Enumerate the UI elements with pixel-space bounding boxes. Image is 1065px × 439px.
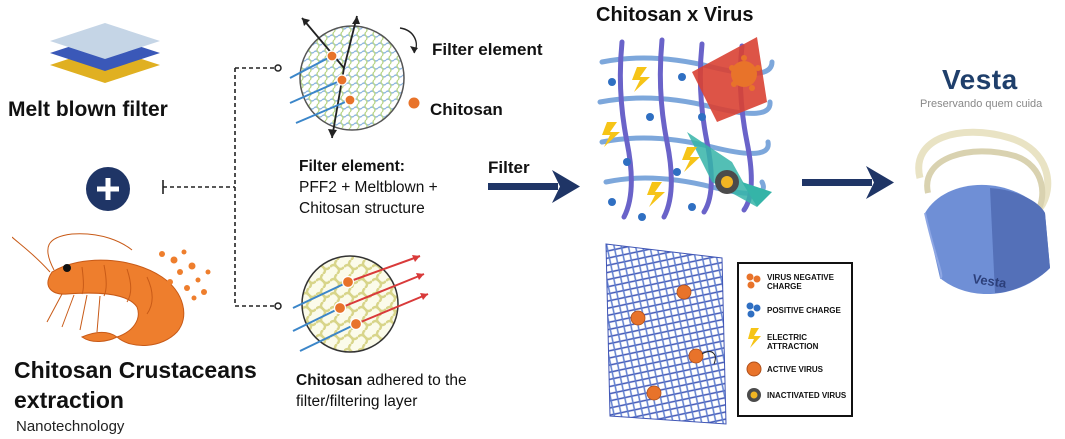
legend-label-positive-charge: POSITIVE CHARGE (767, 306, 841, 315)
chitosan-layer-desc-rest: adhered to the (362, 372, 467, 389)
virus-mesh-detail (605, 243, 727, 425)
filter-element-desc-title: Filter element: (299, 158, 405, 175)
chitosan-dot-icon (408, 97, 420, 109)
filter-element-description: Filter element: PFF2 + Meltblown + Chito… (299, 156, 438, 219)
nanotechnology-label: Nanotechnology (16, 418, 125, 435)
filter-element-desc-line1: PFF2 + Meltblown + (299, 179, 438, 196)
mask-illustration: Vesta (915, 128, 1052, 295)
chitosan-layer-description: Chitosan adhered to the filter/filtering… (296, 370, 467, 412)
active-virus-icon (746, 361, 762, 377)
vesta-tagline: Preservando quem cuida (920, 98, 1043, 110)
filter-element-desc-line2: Chitosan structure (299, 200, 425, 217)
filter-arrow-icon (488, 170, 580, 203)
inactivated-virus-icon (747, 388, 761, 402)
melt-blown-layers-icon (50, 23, 160, 83)
chitosan-virus-mesh (597, 37, 775, 221)
chitosan-title-line1: Chitosan Crustaceans (14, 357, 257, 383)
chitosan-layer-circle (292, 255, 429, 353)
melt-blown-title: Melt blown filter (8, 98, 168, 121)
legend-label-active-virus: ACTIVE VIRUS (767, 365, 824, 374)
orange-dots-icon (746, 273, 761, 289)
filter-element-label: Filter element (432, 40, 543, 59)
chitosan-crustaceans-title: Chitosan Crustaceans extraction (14, 355, 257, 415)
mask-print-text: Vesta (972, 271, 1008, 291)
chitosan-virus-title: Chitosan x Virus (596, 4, 754, 26)
dashed-connector (162, 64, 282, 310)
blue-dots-icon (746, 302, 761, 318)
vesta-logo-text: Vesta (942, 64, 1018, 95)
result-arrow-icon (802, 166, 894, 199)
plus-icon (86, 167, 130, 211)
chitosan-layer-desc-line2: filter/filtering layer (296, 393, 418, 410)
legend-label-inactivated-virus: INACTIVATED VIRUS (767, 391, 847, 400)
chitosan-layer-desc-bold: Chitosan (296, 372, 363, 389)
chitosan-title-line2: extraction (14, 387, 124, 413)
filter-element-circle (289, 15, 418, 139)
lightning-icon (748, 328, 761, 348)
filter-arrow-label: Filter (488, 158, 530, 177)
shrimp-illustration (12, 233, 211, 347)
chitosan-label: Chitosan (430, 100, 503, 119)
